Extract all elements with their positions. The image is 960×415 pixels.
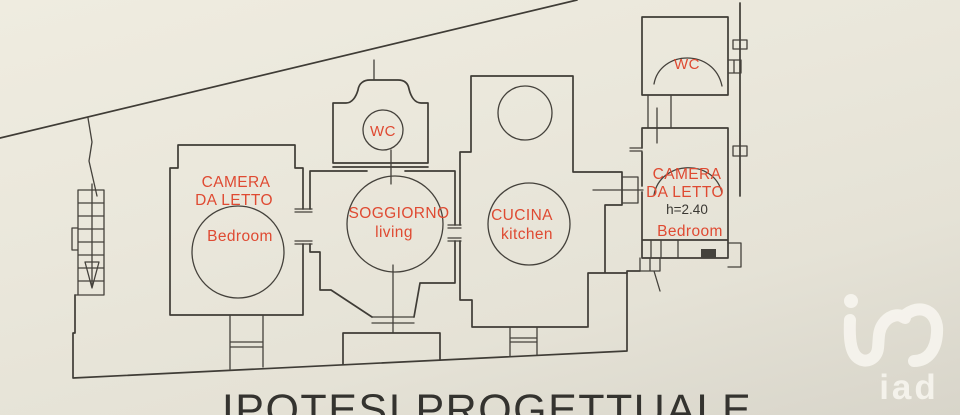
wc-top-walls <box>641 16 729 96</box>
room-cucina <box>459 75 644 357</box>
wc-middle-walls <box>332 79 429 168</box>
wc-top-corridor <box>647 94 672 144</box>
stair-steps <box>71 189 105 296</box>
wall-tick <box>732 39 748 50</box>
staircase <box>71 183 105 296</box>
soggiorno-threshold <box>371 264 415 334</box>
down-arrow-icon <box>84 183 100 289</box>
bedroom-right-label-it-1: CAMERA <box>653 166 722 183</box>
bedroom-right-doors <box>639 239 742 292</box>
room-labels: CAMERA DA LETTO Bedroom WC SOGGIORNO liv… <box>195 56 724 245</box>
bedroom-right-walls <box>641 127 729 259</box>
wc-top-label: WC <box>674 56 700 73</box>
soggiorno-kitchen-passage <box>447 224 462 242</box>
plan-title: IPOTESI PROGETTUALE <box>222 386 752 415</box>
wall-tick <box>732 145 748 157</box>
boundary-jag-line <box>87 117 98 197</box>
wc-middle-label: WC <box>370 123 396 140</box>
bedroom-left-label-en: Bedroom <box>207 228 273 245</box>
cucina-circle <box>487 182 571 266</box>
room-bedroom-left <box>169 144 313 370</box>
soggiorno-label-it: SOGGIORNO <box>349 205 450 222</box>
cucina-door <box>592 176 644 204</box>
bedroom-corridor <box>229 314 264 370</box>
bedroom-left-label-it-2: DA LETTO <box>195 192 273 209</box>
bedroom-right-label-en: Bedroom <box>657 223 723 240</box>
cucina-upper-circle <box>497 85 553 141</box>
soggiorno-label-en: living <box>375 224 413 241</box>
iad-watermark: iad <box>843 294 944 407</box>
soggiorno-terrace <box>342 332 441 365</box>
ceiling-height-label: h=2.40 <box>666 202 708 217</box>
soggiorno-circle <box>346 175 444 273</box>
cucina-label-en: kitchen <box>501 226 553 243</box>
room-wc-top <box>641 16 742 144</box>
room-wc-middle <box>332 59 429 185</box>
bedroom-left-circle <box>191 205 285 299</box>
outer-wall <box>72 270 641 379</box>
iad-wordmark: iad <box>879 368 939 407</box>
wc-top-window <box>727 59 742 74</box>
bedroom-right-label-it-2: DA LETTO <box>646 184 724 201</box>
wc-middle-door-axis <box>373 59 392 185</box>
property-boundary-line <box>0 0 578 139</box>
bedroom-right-passage <box>629 147 643 152</box>
bedroom-left-label-it-1: CAMERA <box>202 174 271 191</box>
bedroom-right-arc <box>653 167 723 196</box>
wc-top-arc <box>653 57 723 87</box>
bedroom-right-window <box>701 249 716 258</box>
bedroom-left-walls <box>169 144 304 316</box>
cucina-lower-door <box>509 326 538 357</box>
cucina-walls <box>459 75 628 328</box>
soggiorno-walls <box>309 170 456 318</box>
room-bedroom-right <box>629 127 742 292</box>
wc-middle-circle <box>362 109 404 151</box>
bedroom-passage <box>294 208 313 245</box>
iad-logo-icon <box>843 294 944 367</box>
room-soggiorno <box>309 170 462 365</box>
cucina-label-it: CUCINA <box>491 207 553 224</box>
site-boundary <box>0 0 748 379</box>
